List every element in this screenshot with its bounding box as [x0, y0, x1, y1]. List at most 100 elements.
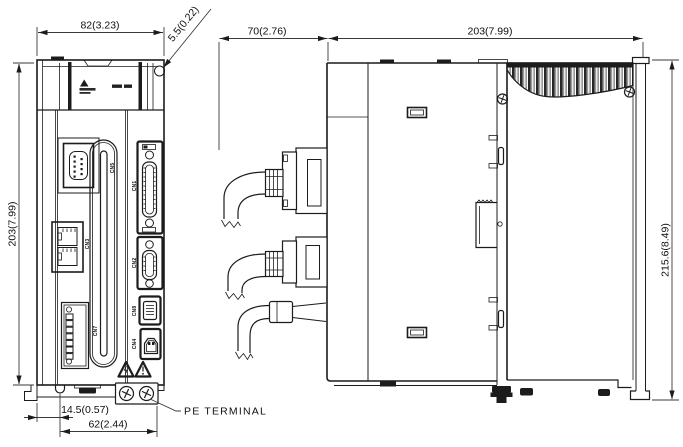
cn1-screw-top: [145, 150, 154, 160]
wire: [292, 317, 327, 322]
cn2-screw-bottom: [145, 279, 154, 288]
jack-screw: [283, 154, 288, 162]
dim-text-bottom-offset: 14.5(0.57): [61, 404, 109, 416]
cn7-pin-squares: [65, 313, 74, 360]
side-view: [221, 56, 651, 403]
dimension-arrow: [61, 428, 70, 435]
vent-slot-frame: [406, 106, 428, 119]
cn2-label: CN2: [132, 258, 138, 269]
side-vent-slot-bottom: [406, 326, 428, 339]
dim-text-clearance: 70(2.76): [247, 26, 286, 38]
dim-text-total-height: 215.6(8.49): [660, 223, 672, 277]
cn3-clip-1: [57, 232, 62, 241]
bottom-hook: [24, 385, 38, 401]
cn3-rj45-connector: CN3: [51, 221, 91, 273]
phillips-screw-icon: [496, 93, 509, 105]
exclamation-dot: [142, 372, 144, 375]
column-screw: [496, 93, 509, 105]
plug-window: [305, 245, 320, 280]
model-text-blob-2: [124, 84, 132, 88]
cable-break-mark: [225, 291, 245, 301]
cn4-frame: [139, 327, 162, 361]
dim-text-bottom-width: 62(2.44): [88, 419, 127, 431]
logo-text-blob: [79, 88, 96, 91]
cable-inner: [237, 193, 266, 219]
cn1-label: CN1: [132, 181, 138, 192]
dimension-arrow: [329, 35, 338, 42]
dim-front-clearance: 70(2.76): [218, 26, 329, 150]
cable-inner: [249, 317, 270, 353]
screw-cross: [498, 95, 507, 103]
cn2-socket-outer: [141, 249, 158, 281]
delta-triangle: [80, 79, 89, 87]
cn1-tag-mark: [143, 145, 148, 149]
mount-slot: [497, 309, 505, 329]
dim-total-height: 215.6(8.49): [652, 59, 679, 401]
logo-text-blob: [79, 92, 91, 94]
bracket-hole: [497, 221, 503, 227]
cable-break-mark: [221, 219, 241, 229]
plug-hood: [295, 147, 328, 215]
model-text-blob: [112, 84, 132, 88]
phillips-screw-icon: [118, 385, 135, 402]
dim-front-height: 203(7.99): [7, 62, 34, 386]
cn1-io-connector: CN1: [132, 140, 164, 235]
cn7-frame: [60, 301, 90, 370]
cn1-bottom-tag: [142, 227, 156, 233]
heatsink-bottom-edge: [507, 379, 632, 389]
pe-terminal-callout: PE TERMINAL: [149, 398, 267, 418]
bolt-tip: [496, 397, 507, 403]
strain-relief-boot: [264, 168, 284, 198]
dimension-arrow: [38, 29, 48, 36]
top-notch: [83, 59, 113, 67]
usb-pad: [152, 342, 155, 345]
cn3-frame: [51, 221, 84, 273]
dimension-arrow: [147, 428, 156, 435]
cn2-cable-assembly: [225, 236, 328, 301]
top-dash: [437, 59, 451, 63]
heatsink-fins-icon: [506, 62, 634, 98]
warning-triangle-icon: [134, 360, 152, 378]
cn7-screw-top: [66, 306, 73, 313]
leader-line: [149, 398, 181, 412]
cn8-label: CN8: [132, 306, 138, 317]
latch-tab: [79, 387, 96, 394]
plug-hood-back: [281, 151, 298, 211]
top-dash: [380, 59, 394, 63]
vent-slot-frame: [406, 326, 428, 339]
cn8-battery-connector: CN8: [132, 295, 162, 326]
usb-cable-assembly: [235, 300, 327, 361]
rear-mounting-plate: [629, 56, 651, 401]
top-tab: [51, 56, 64, 60]
dim-bottom-width: 62(2.44): [60, 406, 158, 437]
plug-hood-back: [281, 240, 298, 284]
leader-line: [163, 8, 212, 68]
cn4-label: CN4: [132, 339, 138, 350]
dimension-arrow: [633, 35, 642, 42]
bolt-washer: [490, 392, 513, 397]
cable-outer: [227, 253, 266, 291]
cn2-encoder-connector: CN2: [132, 235, 164, 291]
center-vent-slot: [89, 139, 118, 368]
cn1-cable-assembly: [221, 147, 328, 229]
cn8-frame: [138, 295, 162, 326]
side-front-and-bottom-edge: [326, 63, 497, 382]
dim-depth: 203(7.99): [328, 26, 644, 58]
dimension-arrow: [669, 60, 675, 70]
pe-bolt-side: [490, 386, 513, 403]
plate-base-flare: [629, 390, 651, 401]
dimension-arrow: [220, 35, 229, 42]
pe-screw-right: [138, 385, 155, 402]
top-plate-lip: [478, 59, 508, 64]
mount-pin: [488, 325, 498, 331]
front-view: CN5 CN3: [24, 56, 165, 405]
front-bottom-flange: [24, 382, 165, 405]
screw-cross: [141, 388, 152, 399]
cn5-label: CN5: [110, 163, 116, 174]
lightning-icon: [123, 365, 128, 375]
model-text-blob-1: [112, 84, 122, 88]
dim-mounting-hole: 5.5(0.22): [161, 4, 212, 70]
pe-terminal-label: PE TERMINAL: [184, 406, 267, 418]
dimension-arrow: [669, 390, 675, 400]
slot-inner: [99, 150, 108, 357]
